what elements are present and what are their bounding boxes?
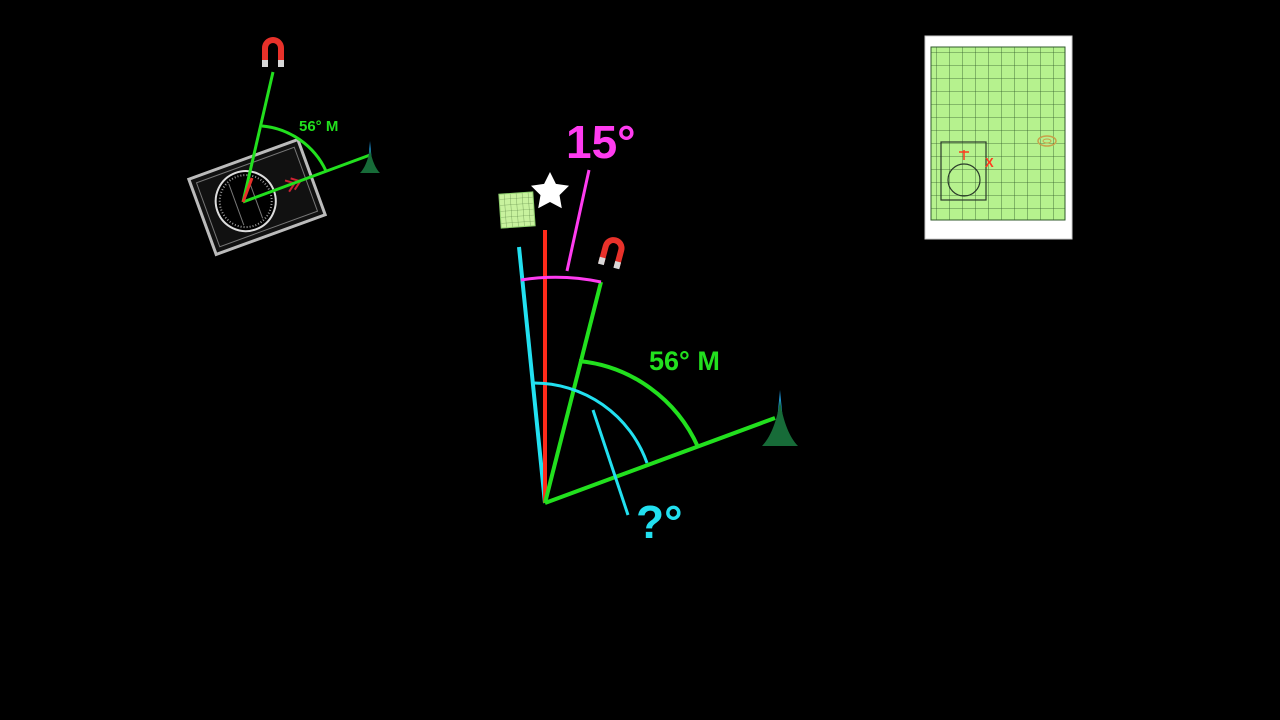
declination-pointer (565, 169, 591, 272)
unknown-angle-pointer (591, 409, 630, 516)
horseshoe-magnet-icon (597, 234, 627, 270)
map-target-marker: X (985, 155, 994, 170)
unknown-angle-arc (532, 381, 649, 464)
main-angle-diagram: 15° 56° M ?° (498, 116, 798, 548)
star-icon (531, 172, 569, 209)
bearing-label: 56° M (649, 346, 720, 376)
small-bearing-arc (261, 124, 328, 172)
map-compass-outline (940, 141, 987, 201)
mini-map-icon (498, 191, 536, 229)
unknown-angle-label: ?° (636, 496, 683, 548)
grid-north-line (517, 246, 547, 504)
map-contour (1037, 135, 1057, 147)
small-bearing-label: 56° M (299, 118, 338, 135)
small-compass-diagram: 56° M (186, 37, 380, 257)
map-grid (930, 46, 1066, 221)
tree-landmark-icon (360, 141, 380, 173)
bearing-arc (578, 359, 700, 448)
magnetic-north-line (543, 281, 603, 504)
horseshoe-magnet-icon (262, 37, 284, 67)
declination-label: 15° (566, 116, 636, 168)
tree-landmark-icon (762, 390, 798, 446)
small-bearing-line (242, 153, 371, 204)
bearing-line (544, 416, 776, 505)
small-magnetic-north-line (241, 71, 275, 203)
small-compass-needle (241, 177, 254, 203)
declination-arc (520, 275, 602, 284)
map-contour (1042, 138, 1052, 144)
topographic-map-icon: X (924, 35, 1073, 240)
